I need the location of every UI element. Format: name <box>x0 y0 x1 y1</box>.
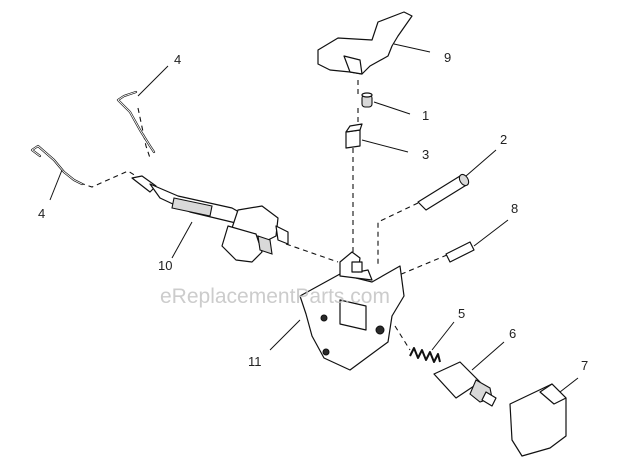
watermark: eReplacementParts.com <box>160 285 390 308</box>
part-1-bushing <box>361 92 411 115</box>
callout-8: 8 <box>511 201 518 216</box>
callout-4-upper: 4 <box>174 52 181 67</box>
callout-2: 2 <box>500 132 507 147</box>
callout-numbers: 9 1 3 2 8 4 4 10 11 5 6 7 <box>38 50 588 373</box>
part-10-cable-assembly <box>131 175 289 263</box>
callout-3: 3 <box>422 147 429 162</box>
callout-6: 6 <box>509 326 516 341</box>
part-9-bracket-plate <box>317 11 431 75</box>
assembly-lines <box>79 80 448 351</box>
part-4-lower-rod <box>30 144 84 201</box>
part-5-spring <box>409 321 455 363</box>
callout-9: 9 <box>444 50 451 65</box>
part-8-key <box>445 219 509 263</box>
part-2-pin <box>417 149 497 211</box>
part-6-plunger <box>433 341 505 407</box>
part-3-clip <box>345 123 409 153</box>
part-7-knob <box>509 377 579 457</box>
callout-1: 1 <box>422 108 429 123</box>
callout-5: 5 <box>458 306 465 321</box>
callout-10: 10 <box>158 258 172 273</box>
callout-7: 7 <box>581 358 588 373</box>
part-4-upper-rod <box>116 65 169 154</box>
callout-4-lower: 4 <box>38 206 45 221</box>
callout-11: 11 <box>248 354 262 369</box>
part-11-housing <box>269 251 405 371</box>
